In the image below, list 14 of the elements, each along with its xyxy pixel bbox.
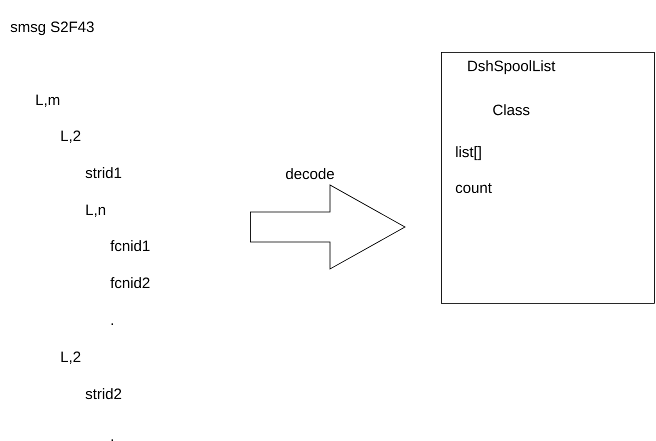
message-line: fcnid1 [110, 240, 150, 252]
message-line: . [112, 323, 113, 325]
title: smsg S2F43 [10, 22, 94, 36]
edge-label: decode [286, 168, 334, 180]
class-box: DshSpoolList Class list[] count [441, 52, 655, 304]
message-line: fcnid2 [110, 277, 150, 288]
message-line: L,2 [61, 130, 80, 143]
message-line: strid2 [86, 388, 122, 400]
message-line: L,m [36, 94, 60, 107]
message-line: L,2 [61, 352, 80, 364]
message-line: . [112, 439, 113, 441]
block-arrow [250, 184, 406, 270]
message-line: L,n [86, 204, 106, 217]
message-line: strid1 [86, 167, 122, 178]
